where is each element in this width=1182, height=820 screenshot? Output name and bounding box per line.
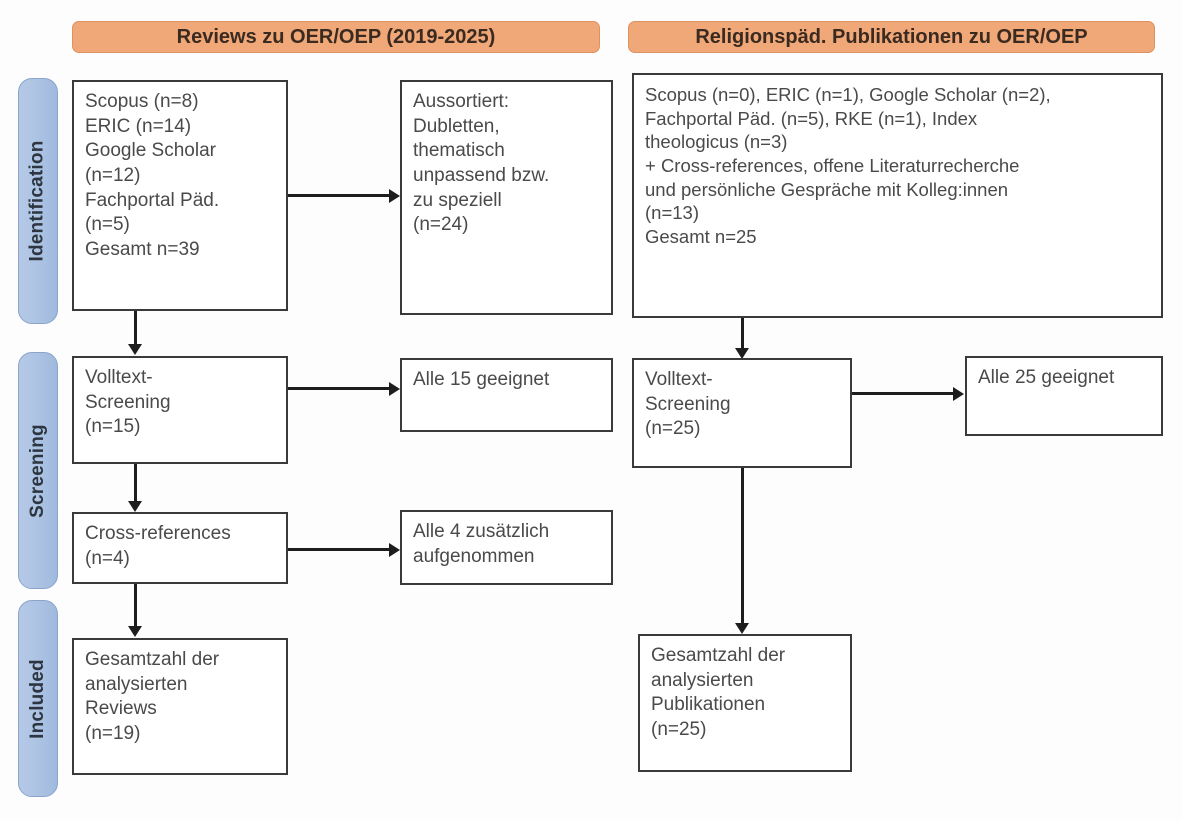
connector-left-fulltext-to-eligible bbox=[288, 387, 389, 390]
box-right-screening-eligible: Alle 25 geeignet bbox=[965, 356, 1163, 436]
box-right-screening-fulltext: Volltext- Screening (n=25) bbox=[632, 358, 852, 468]
stage-tab-included: Included bbox=[18, 600, 58, 797]
arrowhead-left-sources-to-screening bbox=[128, 344, 142, 355]
arrowhead-left-crossrefs-to-included bbox=[128, 626, 142, 637]
box-left-identification-excluded: Aussortiert: Dubletten, thematisch unpas… bbox=[400, 80, 613, 315]
box-right-included-total: Gesamtzahl der analysierten Publikatione… bbox=[638, 634, 852, 772]
arrowhead-left-sources-to-excluded bbox=[389, 189, 400, 203]
box-left-included-total: Gesamtzahl der analysierten Reviews (n=1… bbox=[72, 638, 288, 775]
connector-left-sources-to-screening bbox=[134, 311, 137, 344]
box-left-screening-fulltext: Volltext- Screening (n=15) bbox=[72, 356, 288, 464]
connector-left-crossrefs-to-included bbox=[134, 584, 137, 626]
arrowhead-right-fulltext-to-included bbox=[735, 623, 749, 634]
column-header-reviews: Reviews zu OER/OEP (2019-2025) bbox=[72, 21, 600, 53]
connector-right-fulltext-to-eligible bbox=[852, 392, 953, 395]
column-header-religionspaed: Religionspäd. Publikationen zu OER/OEP bbox=[628, 21, 1155, 53]
connector-left-sources-to-excluded bbox=[288, 194, 389, 197]
stage-tab-identification: Identification bbox=[18, 78, 58, 324]
box-right-identification-sources: Scopus (n=0), ERIC (n=1), Google Scholar… bbox=[632, 73, 1163, 318]
arrowhead-left-crossrefs-to-added bbox=[389, 543, 400, 557]
connector-left-crossrefs-to-added bbox=[288, 548, 389, 551]
connector-right-sources-to-screening bbox=[741, 318, 744, 348]
arrowhead-left-fulltext-to-crossrefs bbox=[128, 501, 142, 512]
stage-tab-identification-label: Identification bbox=[27, 140, 48, 262]
box-left-identification-sources: Scopus (n=8) ERIC (n=14) Google Scholar … bbox=[72, 80, 288, 311]
box-left-screening-crossrefs-added: Alle 4 zusätzlich aufgenommen bbox=[400, 510, 613, 585]
connector-left-fulltext-to-crossrefs bbox=[134, 464, 137, 501]
box-left-screening-crossrefs: Cross-references (n=4) bbox=[72, 512, 288, 584]
box-left-screening-eligible: Alle 15 geeignet bbox=[400, 358, 613, 432]
stage-tab-screening-label: Screening bbox=[27, 423, 49, 518]
stage-tab-screening: Screening bbox=[18, 352, 58, 589]
connector-right-fulltext-to-included bbox=[741, 468, 744, 623]
arrowhead-left-fulltext-to-eligible bbox=[389, 382, 400, 396]
arrowhead-right-sources-to-screening bbox=[735, 348, 749, 359]
arrowhead-right-fulltext-to-eligible bbox=[953, 387, 964, 401]
stage-tab-included-label: Included bbox=[27, 658, 48, 739]
